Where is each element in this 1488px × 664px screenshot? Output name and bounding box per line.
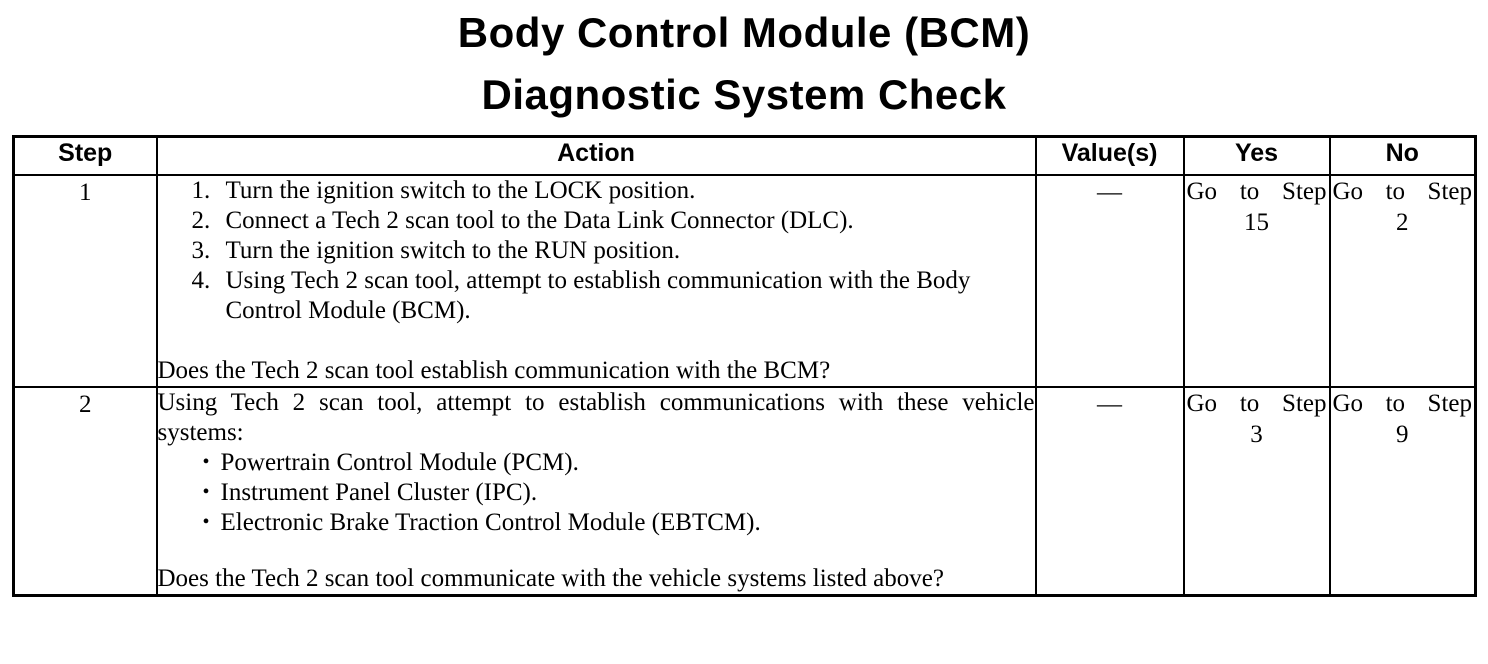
step-value: — [1034,174,1185,388]
column-header-step: Step [12,135,158,176]
instruction-item: Connect a Tech 2 scan tool to the Data L… [192,206,854,236]
step-number: 1 [12,174,158,388]
step-no-branch: Go to Step 9 [1328,386,1477,597]
instruction-item: Turn the ignition switch to the LOCK pos… [192,176,696,206]
step-question: Does the Tech 2 scan tool communicate wi… [157,565,944,592]
table-row: 1 Turn the ignition switch to the LOCK p… [12,174,1477,388]
column-header-no: No [1328,135,1477,176]
column-header-value: Value(s) [1034,135,1185,176]
diagnostic-table: Step Action Value(s) Yes No 1 Turn the i… [12,135,1477,597]
title-line-1: Body Control Module (BCM) [457,9,1031,56]
no-branch-number: 2 [1396,209,1409,236]
paragraph-spacer [158,326,1035,356]
no-branch-label: Go to Step [1332,178,1473,205]
instruction-item: Turn the ignition switch to the RUN posi… [192,236,681,266]
step-lead-text: Using Tech 2 scan tool, attempt to estab… [157,389,1035,446]
yes-branch-label: Go to Step [1186,390,1327,417]
table-header: Step Action Value(s) Yes No [12,135,1477,176]
yes-branch-label: Go to Step [1186,178,1327,205]
system-item: Powertrain Control Module (PCM). [203,447,1035,478]
yes-branch-number: 15 [1244,209,1269,236]
table-body: 1 Turn the ignition switch to the LOCK p… [12,174,1477,597]
table-row: 2 Using Tech 2 scan tool, attempt to est… [12,386,1477,597]
page-title: Body Control Module (BCM) Diagnostic Sys… [0,2,1488,126]
step-yes-branch: Go to Step 15 [1182,174,1331,388]
column-header-action: Action [155,135,1037,176]
step-action: Turn the ignition switch to the LOCK pos… [155,174,1037,388]
yes-branch-number: 3 [1250,421,1263,448]
step-value: — [1034,386,1185,597]
step-no-branch: Go to Step 2 [1328,174,1477,388]
step-action: Using Tech 2 scan tool, attempt to estab… [155,386,1037,597]
step-yes-branch: Go to Step 3 [1182,386,1331,597]
table-header-row: Step Action Value(s) Yes No [12,135,1477,176]
system-item: Instrument Panel Cluster (IPC). [203,477,1035,508]
system-item: Electronic Brake Traction Control Module… [203,507,1035,538]
step-number: 2 [12,386,158,597]
title-line-2: Diagnostic System Check [481,71,1007,118]
step-question: Does the Tech 2 scan tool establish comm… [157,357,831,384]
column-header-yes: Yes [1182,135,1331,176]
bulleted-system-list: Powertrain Control Module (PCM). Instrum… [158,447,1035,538]
no-branch-label: Go to Step [1332,390,1473,417]
instruction-item: Using Tech 2 scan tool, attempt to estab… [192,266,971,324]
no-branch-number: 9 [1396,421,1409,448]
paragraph-spacer [158,538,1035,564]
numbered-instruction-list: Turn the ignition switch to the LOCK pos… [158,176,1035,326]
